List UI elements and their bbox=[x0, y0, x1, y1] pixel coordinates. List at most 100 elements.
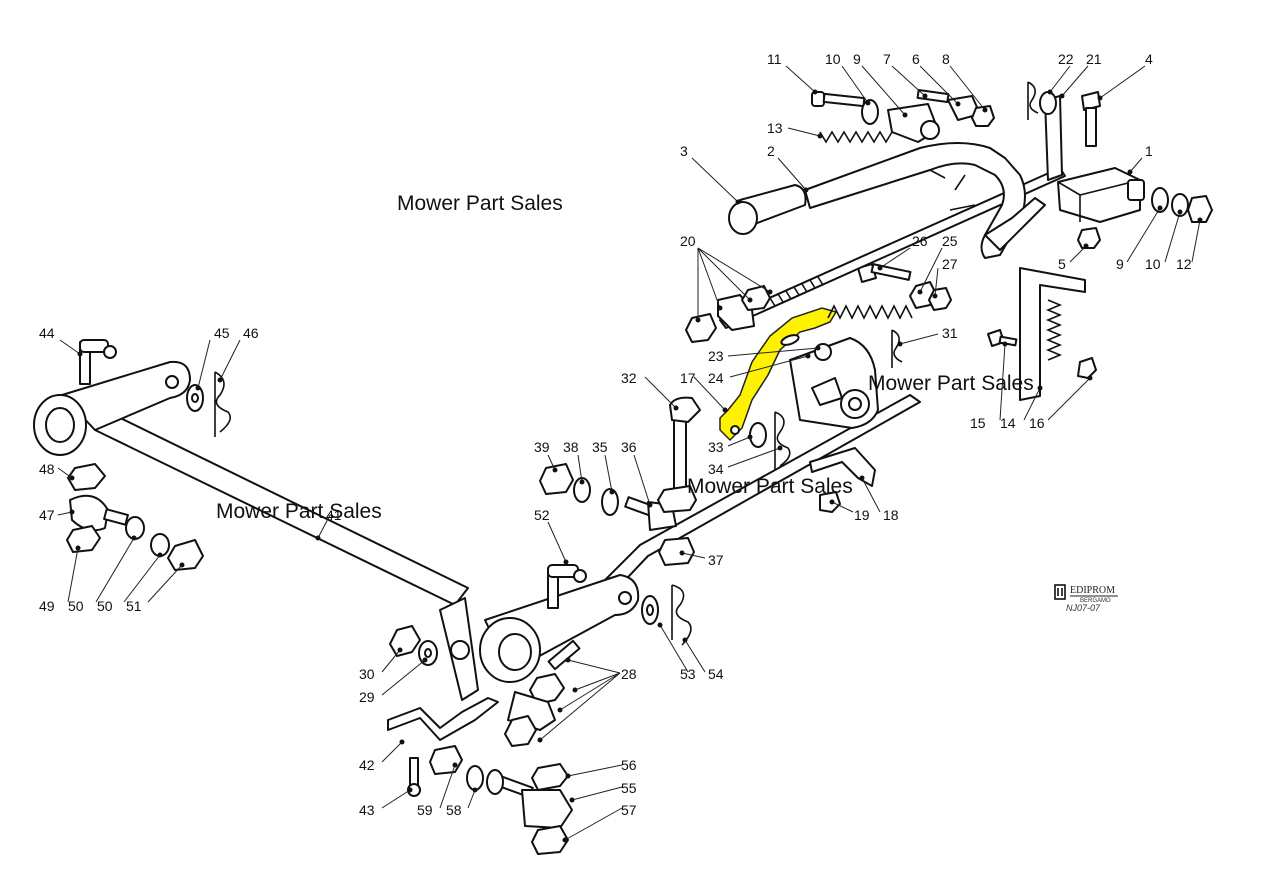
pin-44 bbox=[79, 339, 117, 385]
label-13[interactable]: 13 bbox=[767, 120, 783, 136]
clip-22 bbox=[1027, 81, 1039, 120]
label-56[interactable]: 56 bbox=[621, 757, 637, 773]
label-33[interactable]: 33 bbox=[708, 439, 724, 455]
label-10b[interactable]: 10 bbox=[1145, 256, 1161, 272]
leader-dots bbox=[69, 89, 1203, 843]
label-27[interactable]: 27 bbox=[942, 256, 958, 272]
label-47[interactable]: 47 bbox=[39, 507, 55, 523]
label-6[interactable]: 6 bbox=[912, 51, 920, 67]
label-53[interactable]: 53 bbox=[680, 666, 696, 682]
label-59[interactable]: 59 bbox=[417, 802, 433, 818]
label-18[interactable]: 18 bbox=[883, 507, 899, 523]
washer-33 bbox=[749, 422, 767, 448]
publisher-sub: BERGAMO bbox=[1080, 598, 1111, 604]
label-16[interactable]: 16 bbox=[1029, 415, 1045, 431]
label-9[interactable]: 9 bbox=[853, 51, 861, 67]
label-23[interactable]: 23 bbox=[708, 348, 724, 364]
label-17[interactable]: 17 bbox=[680, 370, 696, 386]
label-31[interactable]: 31 bbox=[942, 325, 958, 341]
label-28[interactable]: 28 bbox=[621, 666, 637, 682]
rod-20 bbox=[685, 167, 1066, 343]
label-39[interactable]: 39 bbox=[534, 439, 550, 455]
label-1[interactable]: 1 bbox=[1145, 143, 1153, 159]
nut-8 bbox=[971, 105, 995, 127]
label-25[interactable]: 25 bbox=[942, 233, 958, 249]
nut-51 bbox=[167, 539, 204, 571]
label-50a[interactable]: 50 bbox=[68, 598, 84, 614]
label-38[interactable]: 38 bbox=[563, 439, 579, 455]
nut-39 bbox=[539, 463, 574, 495]
pin-32 bbox=[657, 396, 701, 513]
label-21[interactable]: 21 bbox=[1086, 51, 1102, 67]
label-57[interactable]: 57 bbox=[621, 802, 637, 818]
label-20[interactable]: 20 bbox=[680, 233, 696, 249]
pedal-linkage-block bbox=[789, 337, 879, 429]
label-5[interactable]: 5 bbox=[1058, 256, 1066, 272]
label-45[interactable]: 45 bbox=[214, 325, 230, 341]
label-4[interactable]: 4 bbox=[1145, 51, 1153, 67]
bracket-1 bbox=[1057, 167, 1145, 223]
leader-lines bbox=[57, 65, 1201, 841]
spring-25 bbox=[827, 304, 913, 320]
part-number-labels: 11 10 9 7 6 8 22 21 4 13 3 2 1 20 26 25 … bbox=[39, 51, 1192, 818]
label-51[interactable]: 51 bbox=[126, 598, 142, 614]
left-lift-arm bbox=[33, 360, 191, 456]
label-37[interactable]: 37 bbox=[708, 552, 724, 568]
clip-46 bbox=[214, 371, 231, 437]
label-12[interactable]: 12 bbox=[1176, 256, 1192, 272]
nut-5 bbox=[1077, 227, 1101, 249]
label-34[interactable]: 34 bbox=[708, 461, 724, 477]
washer-21 bbox=[1039, 91, 1057, 115]
label-8[interactable]: 8 bbox=[942, 51, 950, 67]
link-bar-17-highlighted[interactable] bbox=[719, 307, 838, 442]
label-36[interactable]: 36 bbox=[621, 439, 637, 455]
label-10[interactable]: 10 bbox=[825, 51, 841, 67]
pedal-grip-3 bbox=[728, 184, 807, 235]
label-15[interactable]: 15 bbox=[970, 415, 986, 431]
label-2[interactable]: 2 bbox=[767, 143, 775, 159]
label-49[interactable]: 49 bbox=[39, 598, 55, 614]
label-46[interactable]: 46 bbox=[243, 325, 259, 341]
label-55[interactable]: 55 bbox=[621, 780, 637, 796]
watermark-2: Mower Part Sales bbox=[868, 372, 1034, 395]
bolt-7 bbox=[916, 88, 950, 104]
label-32[interactable]: 32 bbox=[621, 370, 637, 386]
label-50b[interactable]: 50 bbox=[97, 598, 113, 614]
label-14[interactable]: 14 bbox=[1000, 415, 1016, 431]
label-35[interactable]: 35 bbox=[592, 439, 608, 455]
label-22[interactable]: 22 bbox=[1058, 51, 1074, 67]
clip-34 bbox=[774, 411, 791, 470]
label-19[interactable]: 19 bbox=[854, 507, 870, 523]
watermarks: Mower Part Sales Mower Part Sales Mower … bbox=[216, 192, 1034, 523]
label-24[interactable]: 24 bbox=[708, 370, 724, 386]
label-9b[interactable]: 9 bbox=[1116, 256, 1124, 272]
label-41[interactable]: 41 bbox=[326, 507, 342, 523]
washer-38 bbox=[573, 477, 591, 503]
label-29[interactable]: 29 bbox=[359, 689, 375, 705]
label-52[interactable]: 52 bbox=[534, 507, 550, 523]
nut-49 bbox=[66, 525, 101, 553]
label-58[interactable]: 58 bbox=[446, 802, 462, 818]
label-42[interactable]: 42 bbox=[359, 757, 375, 773]
label-26[interactable]: 26 bbox=[912, 233, 928, 249]
rod-end-55 bbox=[429, 745, 573, 855]
label-7[interactable]: 7 bbox=[883, 51, 891, 67]
washer-35 bbox=[601, 488, 619, 516]
bolt-11 bbox=[811, 91, 866, 108]
label-3[interactable]: 3 bbox=[680, 143, 688, 159]
clip-31 bbox=[891, 329, 903, 368]
label-11[interactable]: 11 bbox=[767, 51, 782, 67]
washer-53-clip-54 bbox=[641, 584, 692, 646]
bolt-26 bbox=[857, 263, 912, 283]
watermark-3: Mower Part Sales bbox=[687, 475, 853, 498]
label-43[interactable]: 43 bbox=[359, 802, 375, 818]
linkage-28 bbox=[504, 639, 581, 747]
pin-52 bbox=[547, 564, 587, 609]
washer-nut-9-10-12 bbox=[1151, 187, 1213, 223]
label-44[interactable]: 44 bbox=[39, 325, 55, 341]
ratchet-bracket-14 bbox=[1019, 267, 1097, 401]
label-48[interactable]: 48 bbox=[39, 461, 55, 477]
bolt-47 bbox=[69, 494, 129, 532]
label-30[interactable]: 30 bbox=[359, 666, 375, 682]
label-54[interactable]: 54 bbox=[708, 666, 724, 682]
